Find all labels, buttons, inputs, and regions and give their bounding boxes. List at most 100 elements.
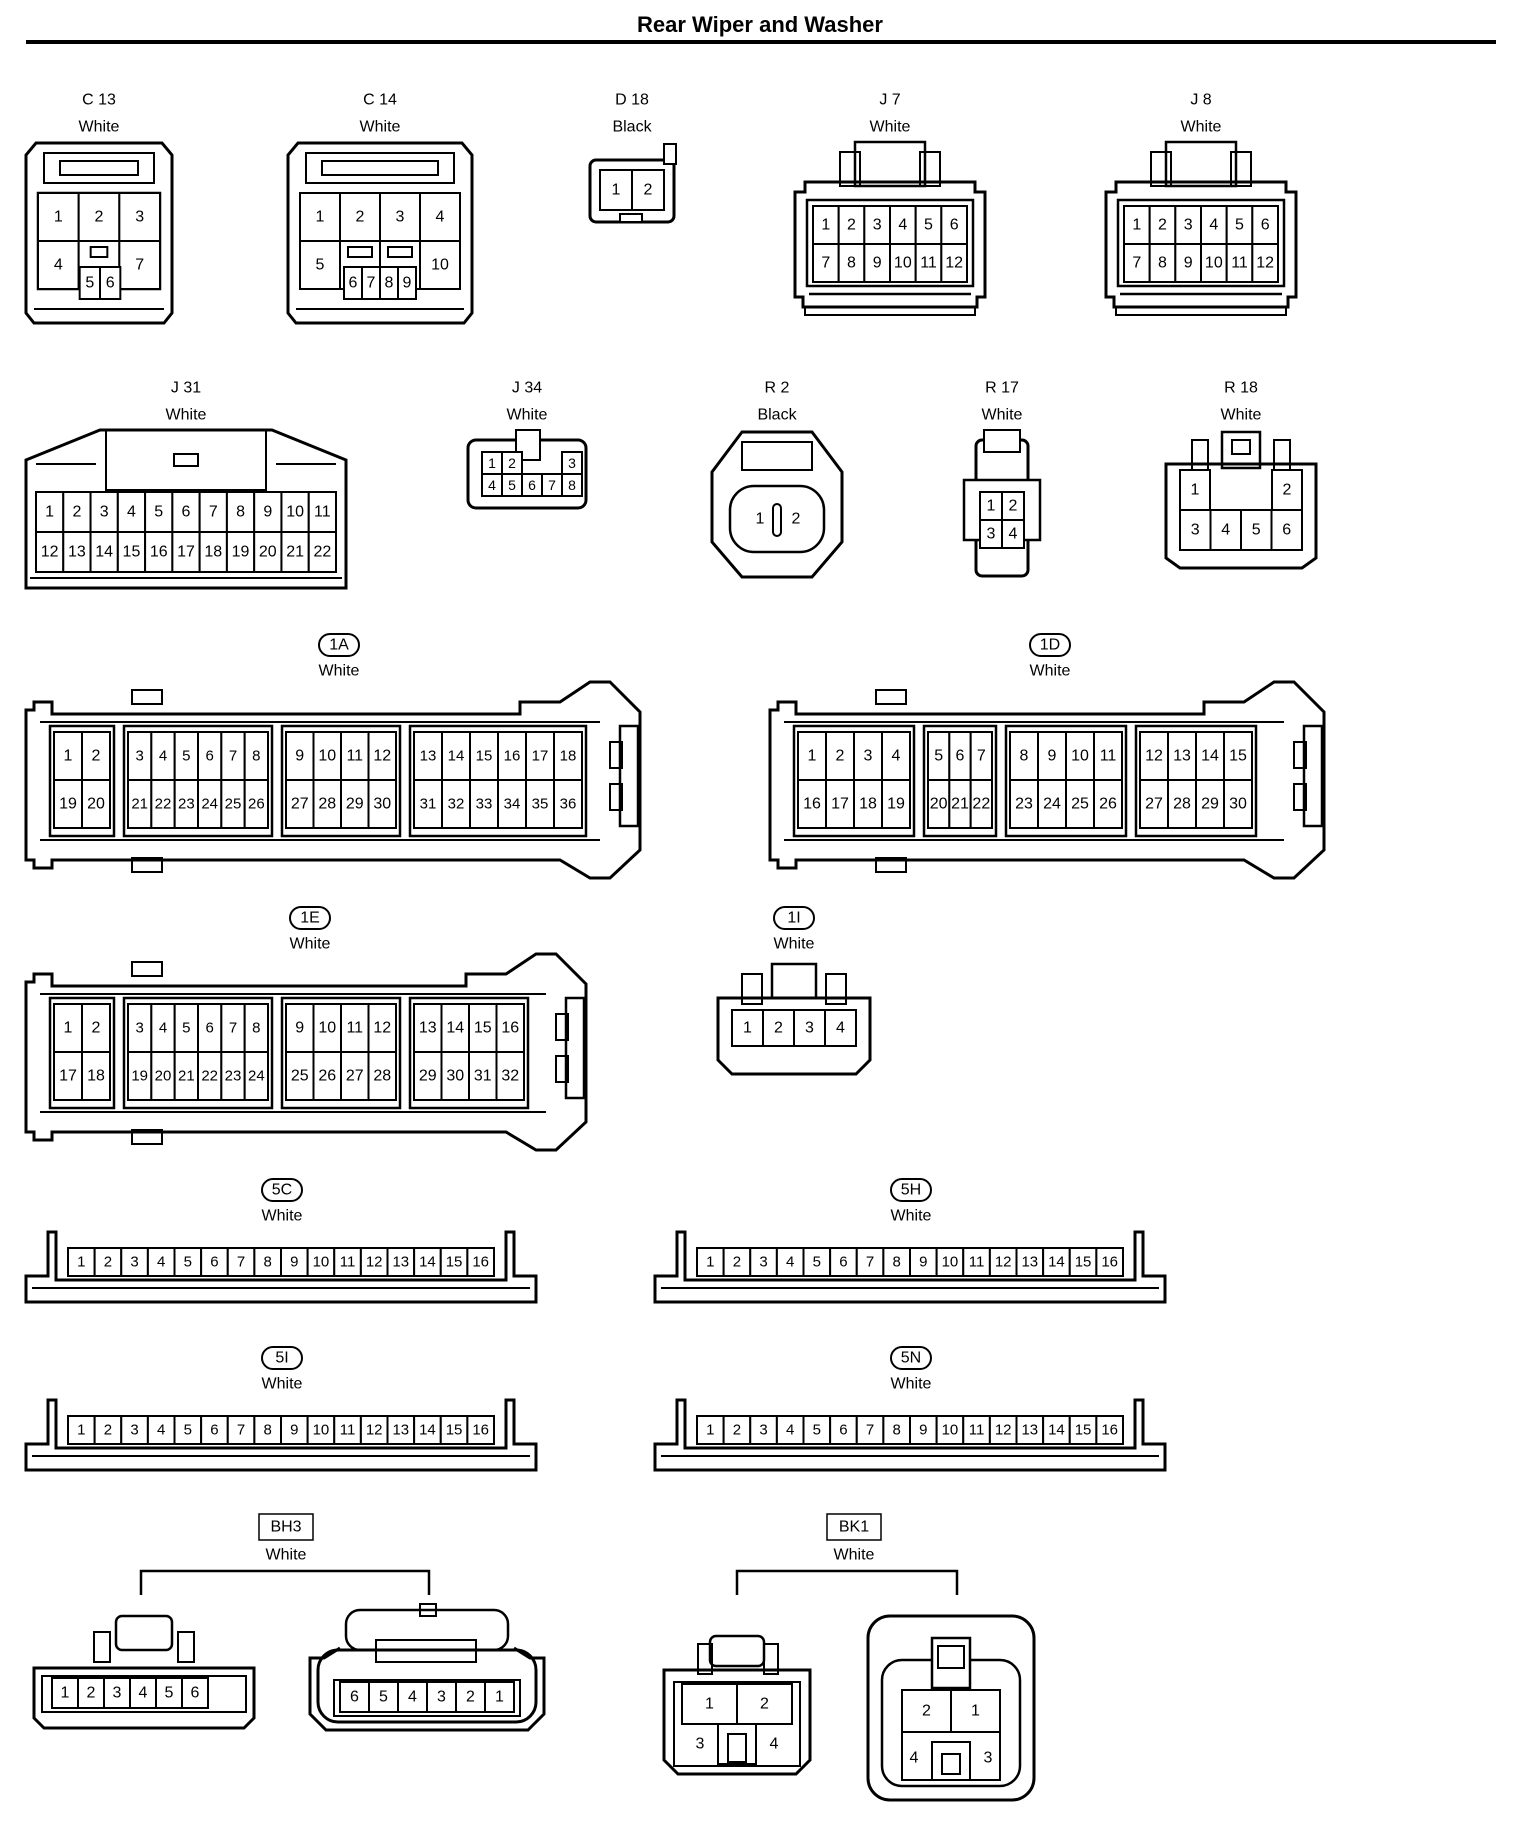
outline-shape xyxy=(99,266,122,300)
connector-code-tag xyxy=(890,1178,932,1202)
pin-number: 3 xyxy=(130,1422,138,1439)
connector-color: White xyxy=(1030,663,1071,680)
outline-path xyxy=(32,1666,256,1730)
pin-number: 8 xyxy=(1158,255,1167,272)
pin-number: 4 xyxy=(159,748,167,765)
outline-path xyxy=(286,141,474,325)
pin-number: 21 xyxy=(131,796,148,813)
outline-shape xyxy=(564,996,586,1100)
outline-shape xyxy=(618,724,640,828)
pin-number: 3 xyxy=(135,1020,143,1037)
pin-number: 25 xyxy=(225,796,242,813)
pin-number: 7 xyxy=(1132,255,1141,272)
outline-path xyxy=(24,141,174,325)
outline-shape xyxy=(853,140,927,188)
outline-shape xyxy=(1195,779,1225,829)
outline-path xyxy=(662,1668,812,1776)
connector-code: R 2 xyxy=(765,380,790,397)
outline-shape xyxy=(941,1753,961,1775)
pin-number: 9 xyxy=(263,504,272,521)
pin-number: 9 xyxy=(290,1422,298,1439)
pin-number: 7 xyxy=(209,504,218,521)
pin-number: 12 xyxy=(41,544,59,561)
connector-code: BK1 xyxy=(839,1519,869,1536)
outline-shape xyxy=(131,1129,163,1145)
outline-path xyxy=(40,993,546,1113)
outline-shape xyxy=(312,731,342,781)
pin-number: 4 xyxy=(488,477,496,493)
outline-shape xyxy=(439,1247,469,1277)
connector-code: D 18 xyxy=(615,92,649,109)
pin-number: 11 xyxy=(340,1254,356,1271)
connector-code: C 13 xyxy=(82,92,116,109)
pin-number: 15 xyxy=(474,1020,492,1037)
outline-shape xyxy=(367,1051,397,1101)
outline-shape xyxy=(497,731,527,781)
pin-number: 5 xyxy=(165,1685,174,1702)
outline-shape xyxy=(77,192,121,242)
pin-number: 19 xyxy=(887,796,905,813)
outline-shape xyxy=(118,240,162,290)
outline-shape xyxy=(131,689,163,705)
pin-number: 6 xyxy=(1261,217,1270,234)
pin-number: 16 xyxy=(803,796,821,813)
outline-shape xyxy=(919,151,941,187)
outline-shape xyxy=(419,240,461,290)
pin-number: 6 xyxy=(839,1422,847,1439)
pin-number: 16 xyxy=(501,1020,519,1037)
pin-number: 8 xyxy=(236,504,245,521)
pin-number: 3 xyxy=(135,209,144,226)
outline-path xyxy=(139,1569,431,1595)
pin-number: 2 xyxy=(922,1703,931,1720)
outline-shape xyxy=(555,1013,569,1041)
outline-shape xyxy=(226,1415,256,1445)
outline-shape xyxy=(468,1051,498,1101)
pin-number: 10 xyxy=(894,255,912,272)
outline-shape xyxy=(495,1051,525,1101)
outline-shape xyxy=(770,962,818,1000)
outline-shape xyxy=(853,731,883,781)
outline-shape xyxy=(1115,306,1287,316)
pin-number: 12 xyxy=(1145,748,1163,765)
pin-number: 2 xyxy=(92,748,101,765)
pin-number: 4 xyxy=(127,504,136,521)
outline-path xyxy=(768,680,1326,880)
pin-number: 5 xyxy=(85,275,94,292)
pin-number: 13 xyxy=(392,1422,409,1439)
outline-shape xyxy=(875,689,907,705)
outline-shape xyxy=(386,1415,416,1445)
pin-number: 2 xyxy=(356,209,365,226)
outline-shape xyxy=(253,491,283,533)
outline-shape xyxy=(81,779,111,829)
pin-number: 13 xyxy=(419,1020,437,1037)
pin-number: 7 xyxy=(367,275,376,292)
pin-number: 11 xyxy=(346,1020,363,1037)
pin-number: 15 xyxy=(1075,1422,1092,1439)
pin-number: 12 xyxy=(366,1254,383,1271)
outline-shape xyxy=(762,1009,795,1047)
pin-number: 12 xyxy=(366,1422,383,1439)
outline-shape xyxy=(426,1681,457,1713)
outline-shape xyxy=(1065,779,1095,829)
pin-number: 7 xyxy=(821,255,830,272)
outline-shape xyxy=(53,1003,83,1053)
pin-number: 1 xyxy=(54,209,63,226)
outline-shape xyxy=(940,243,968,283)
pin-number: 24 xyxy=(248,1068,265,1085)
outline-path xyxy=(24,952,588,1152)
pin-number: 5 xyxy=(1252,522,1261,539)
outline-shape xyxy=(1223,731,1253,781)
connector-code: 1D xyxy=(1040,637,1060,654)
outline-shape xyxy=(340,731,370,781)
pin-number: 1 xyxy=(821,217,830,234)
pin-number: 3 xyxy=(864,748,873,765)
pin-number: 7 xyxy=(237,1422,245,1439)
pin-number: 17 xyxy=(831,796,849,813)
pin-number: 1 xyxy=(61,1685,70,1702)
outline-shape xyxy=(333,1415,362,1445)
outline-shape xyxy=(1293,783,1307,811)
outline-shape xyxy=(553,779,583,829)
